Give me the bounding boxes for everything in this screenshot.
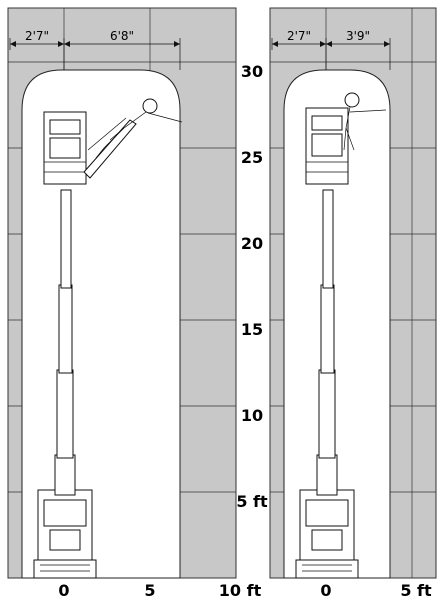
height-tick-25: 25: [241, 148, 263, 167]
left-dimension-label-1: 2'7": [25, 29, 49, 43]
right-dimension-lines: [271, 38, 391, 70]
height-tick-10: 10: [241, 406, 263, 425]
right-working-envelope: [283, 69, 391, 579]
right-dimension-label-2: 3'9": [346, 29, 370, 43]
right-x-tick-0: 0: [320, 581, 331, 599]
height-scale: 30 25 20 15 10 5 ft: [236, 62, 268, 511]
right-dimension-label-1: 2'7": [287, 29, 311, 43]
right-panel: 2'7" 3'9" 0 5 ft: [269, 7, 437, 599]
height-tick-15: 15: [241, 320, 263, 339]
left-x-tick-0: 0: [58, 581, 69, 599]
right-x-tick-5ft: 5 ft: [400, 581, 432, 599]
left-dimension-label-2: 6'8": [110, 29, 134, 43]
left-x-tick-5: 5: [144, 581, 155, 599]
height-tick-20: 20: [241, 234, 263, 253]
left-dimension-lines: [9, 38, 181, 70]
left-panel: 2'7" 6'8": [7, 7, 262, 599]
left-x-tick-10ft: 10 ft: [219, 581, 262, 599]
height-tick-30: 30: [241, 62, 263, 81]
left-lift-machine: [33, 98, 183, 579]
height-tick-5ft: 5 ft: [236, 492, 268, 511]
right-lift-machine: [295, 92, 387, 579]
